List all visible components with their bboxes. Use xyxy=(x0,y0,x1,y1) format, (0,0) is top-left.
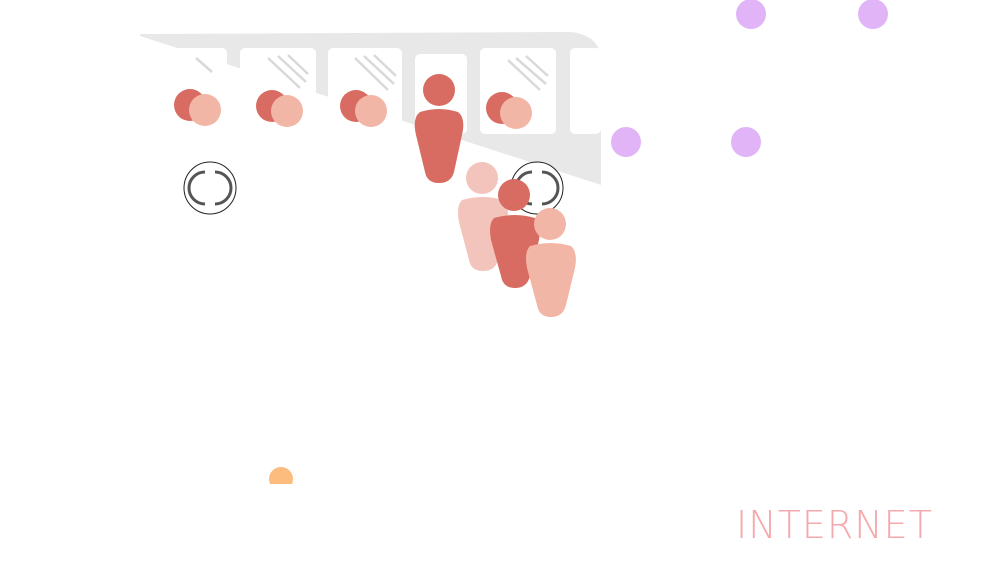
dot xyxy=(736,0,766,29)
purple-dots xyxy=(611,0,888,157)
seated-passengers xyxy=(174,89,532,129)
internet-caption: INTERNET xyxy=(736,503,933,547)
bus-wheel-left xyxy=(183,161,237,215)
dot xyxy=(731,127,761,157)
walking-person-dark xyxy=(490,179,540,288)
passenger-head-light xyxy=(500,97,532,129)
window-glints xyxy=(195,54,549,91)
passenger-head-light xyxy=(189,94,221,126)
walking-person-light xyxy=(526,208,576,317)
passenger-head-light xyxy=(271,95,303,127)
bus-window xyxy=(570,48,601,134)
dot xyxy=(611,127,641,157)
passenger-head-light xyxy=(355,95,387,127)
bus-wheel-icon xyxy=(187,170,233,206)
standing-person-door xyxy=(414,74,464,183)
dot xyxy=(858,0,888,29)
